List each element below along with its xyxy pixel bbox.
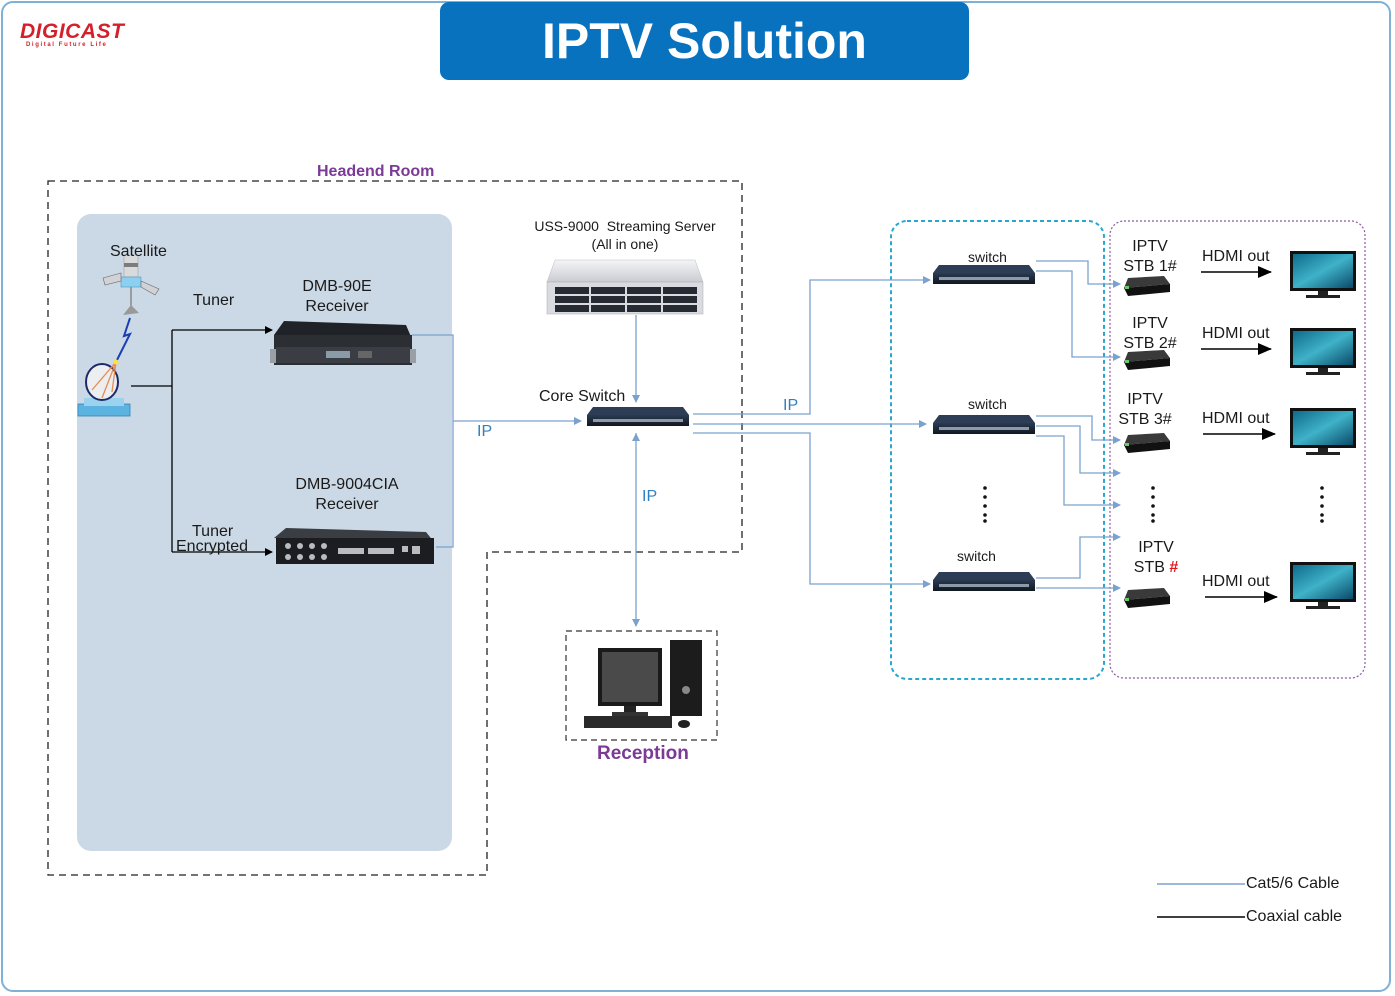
stb-label-line1: IPTV [1127,391,1163,408]
tv-icon [1290,328,1356,375]
network-switch-icon [933,265,1035,284]
satellite-icon [102,254,160,315]
stb-label-line2: STB 2# [1123,335,1177,352]
coaxial-cables [131,326,273,556]
receiver-2-type: Receiver [315,496,379,513]
receiver-1-label: DMB-90E Receiver [287,277,387,317]
stb-label-line2: STB [1133,559,1170,576]
receiver-2-label: DMB-9004CIA Receiver [282,475,412,515]
satellite-label: Satellite [110,243,167,260]
tuner-encrypted-line2: Encrypted [176,538,249,555]
switch-label: switch [968,249,1007,265]
stb-number-placeholder: # [1169,559,1179,576]
receiver-rack-icon [270,321,416,365]
tv-icon [1290,408,1356,455]
network-switch-icon [933,415,1035,434]
stb-n-label: IPTV STB # [1122,538,1190,578]
switch-label: switch [957,548,996,564]
tv-icon [1290,251,1356,298]
desktop-computer-icon [584,640,702,728]
switch-label: switch [968,396,1007,412]
tuner-label: Tuner [193,292,235,309]
hdmi-arrows [1201,266,1278,603]
hdmi-out-label: HDMI out [1202,573,1270,590]
streaming-server-note: (All in one) [591,236,659,252]
reception-label: Reception [597,743,689,764]
set-top-box-icon [1124,588,1170,608]
stb-2-label: IPTV STB 2# [1116,314,1184,354]
legend-coax-label: Coaxial cable [1246,908,1343,925]
receiver-1-type: Receiver [305,298,369,315]
network-switch-icon [933,572,1035,591]
tuner-encrypted-label: Tuner Encrypted [176,523,249,555]
reception-boundary [565,630,718,741]
brand-logo: DIGICAST Digital Future Life [20,20,125,48]
stb-label-line1: IPTV [1132,238,1168,255]
headend-room-boundary [47,180,743,876]
tv-icon [1290,562,1356,609]
stb-1-label: IPTV STB 1# [1116,237,1184,277]
stb-label-line1: IPTV [1138,539,1174,556]
stb-label-line2: STB 3# [1118,411,1172,428]
receiver-1-model: DMB-90E [302,278,372,295]
ip-label: IP [783,397,799,414]
stb-3-label: IPTV STB 3# [1111,390,1179,430]
cat5-cables [412,260,1121,627]
ip-label: IP [642,488,658,505]
set-top-box-icon [1124,433,1170,453]
network-switch-icon [587,407,689,426]
page-title: IPTV Solution [542,13,867,69]
headend-room-label: Headend Room [317,163,435,180]
hdmi-out-label: HDMI out [1202,410,1270,427]
core-switch-label: Core Switch [539,388,626,405]
brand-name: DIGICAST [20,20,125,43]
satellite-dish-icon [77,359,131,417]
legend-cat5-label: Cat5/6 Cable [1246,875,1340,892]
client-group-boundary [1109,220,1366,679]
set-top-box-icon [1124,350,1170,370]
tuner-encrypted-line1: Tuner [192,523,234,540]
signal-bolt-icon [116,317,132,361]
ip-label: IP [477,423,493,440]
set-top-box-icon [1124,276,1170,296]
hdmi-out-label: HDMI out [1202,325,1270,342]
server-rack-icon [546,259,704,315]
title-banner: IPTV Solution [440,2,969,80]
streaming-server-model: USS-9000 Streaming Server [534,218,716,234]
ellipsis-dots [983,486,1324,523]
stb-label-line2: STB 1# [1123,258,1177,275]
stb-label-line1: IPTV [1132,315,1168,332]
receiver-rack-icon [274,528,434,564]
hdmi-out-label: HDMI out [1202,248,1270,265]
streaming-server-label: USS-9000 Streaming Server (All in one) [515,217,735,253]
receiver-2-model: DMB-9004CIA [295,476,399,493]
brand-tagline: Digital Future Life [26,42,108,48]
